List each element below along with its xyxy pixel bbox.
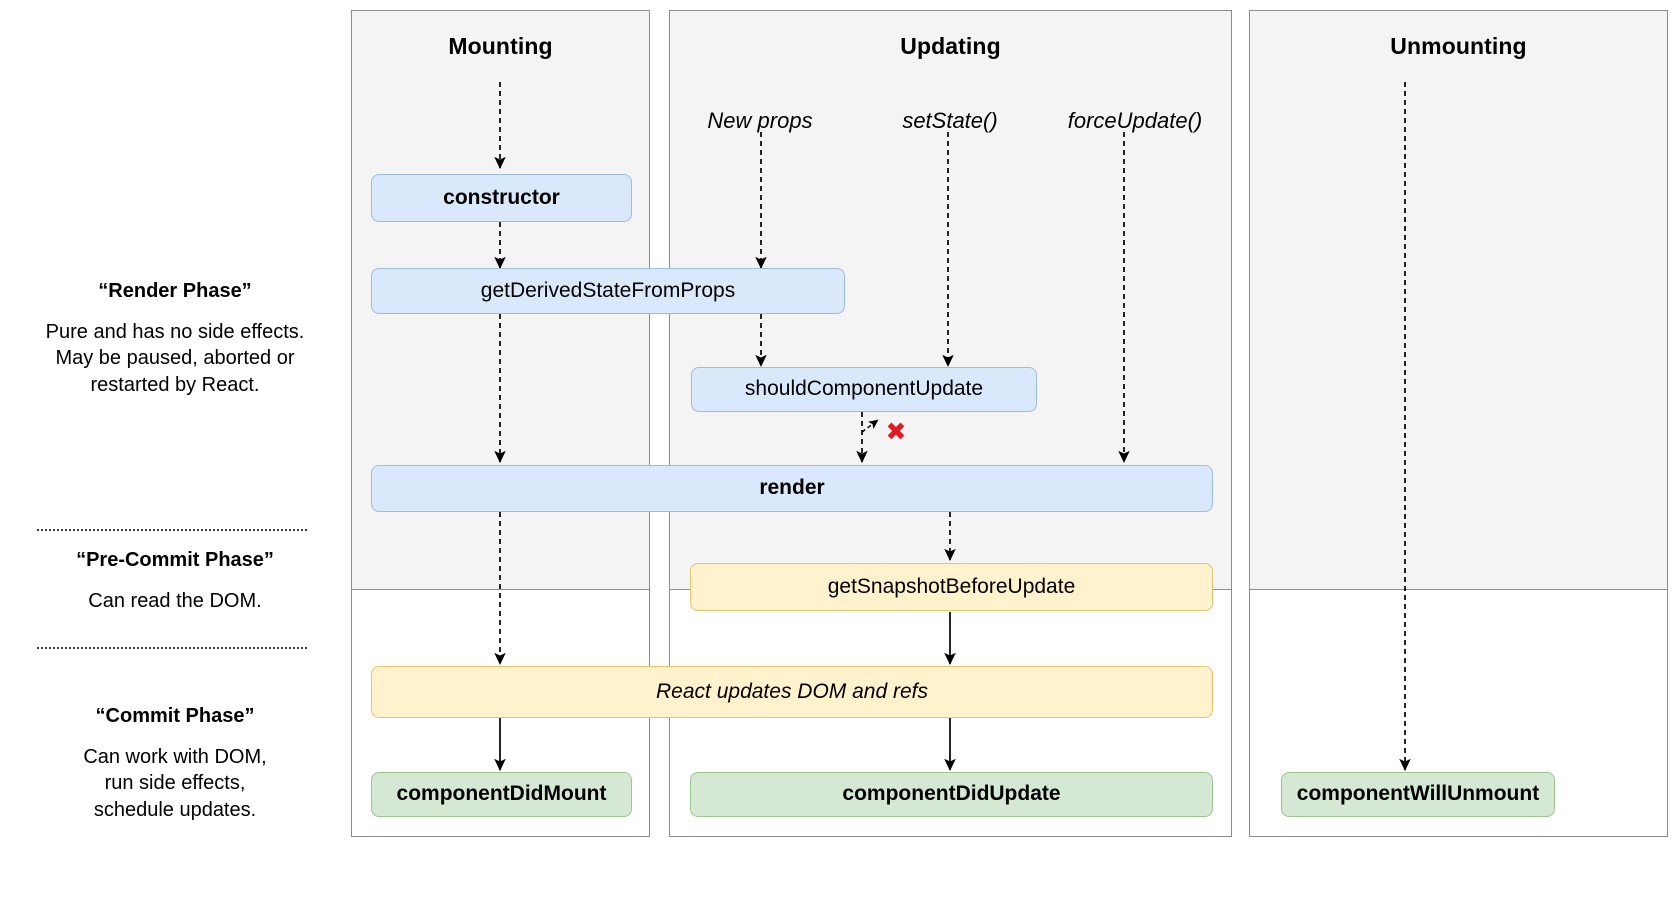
lifecycle-box-component-will-unmount[interactable]: componentWillUnmount: [1281, 772, 1555, 817]
note-pre-commit-phase: “Pre-Commit Phase” Can read the DOM.: [10, 549, 340, 614]
lifecycle-box-react-updates-dom-and-refs[interactable]: React updates DOM and refs: [371, 666, 1213, 718]
lifecycle-box-should-component-update[interactable]: shouldComponentUpdate: [691, 367, 1037, 412]
trigger-new-props: New props: [707, 108, 813, 133]
note-render-phase-body: Pure and has no side effects. May be pau…: [45, 321, 305, 396]
trigger-set-state: setState(): [902, 108, 998, 133]
note-commit-phase-body: Can work with DOM, run side effects, sch…: [83, 746, 267, 821]
lifecycle-box-get-snapshot-before-update[interactable]: getSnapshotBeforeUpdate: [690, 563, 1213, 611]
note-commit-phase: “Commit Phase” Can work with DOM, run si…: [10, 705, 340, 823]
lifecycle-box-constructor[interactable]: constructor: [371, 174, 632, 222]
lifecycle-box-get-derived-state-from-props[interactable]: getDerivedStateFromProps: [371, 268, 845, 314]
lifecycle-box-component-did-update[interactable]: componentDidUpdate: [690, 772, 1213, 817]
note-pre-commit-phase-body: Can read the DOM.: [88, 590, 262, 612]
skip-render-x-icon: ✖: [885, 417, 907, 446]
divider-render-precommit: [37, 529, 307, 531]
column-title-unmounting: Unmounting: [1390, 33, 1527, 59]
note-pre-commit-phase-heading: “Pre-Commit Phase”: [76, 549, 274, 571]
column-title-updating: Updating: [900, 33, 1001, 59]
note-commit-phase-heading: “Commit Phase”: [95, 705, 255, 727]
note-render-phase-heading: “Render Phase”: [98, 280, 252, 302]
panel-unmounting-render: [1249, 10, 1668, 590]
divider-precommit-commit: [37, 647, 307, 649]
column-title-mounting: Mounting: [448, 33, 553, 59]
lifecycle-box-render[interactable]: render: [371, 465, 1213, 512]
trigger-force-update: forceUpdate(): [1067, 108, 1203, 133]
lifecycle-box-component-did-mount[interactable]: componentDidMount: [371, 772, 632, 817]
note-render-phase: “Render Phase” Pure and has no side effe…: [10, 280, 340, 398]
